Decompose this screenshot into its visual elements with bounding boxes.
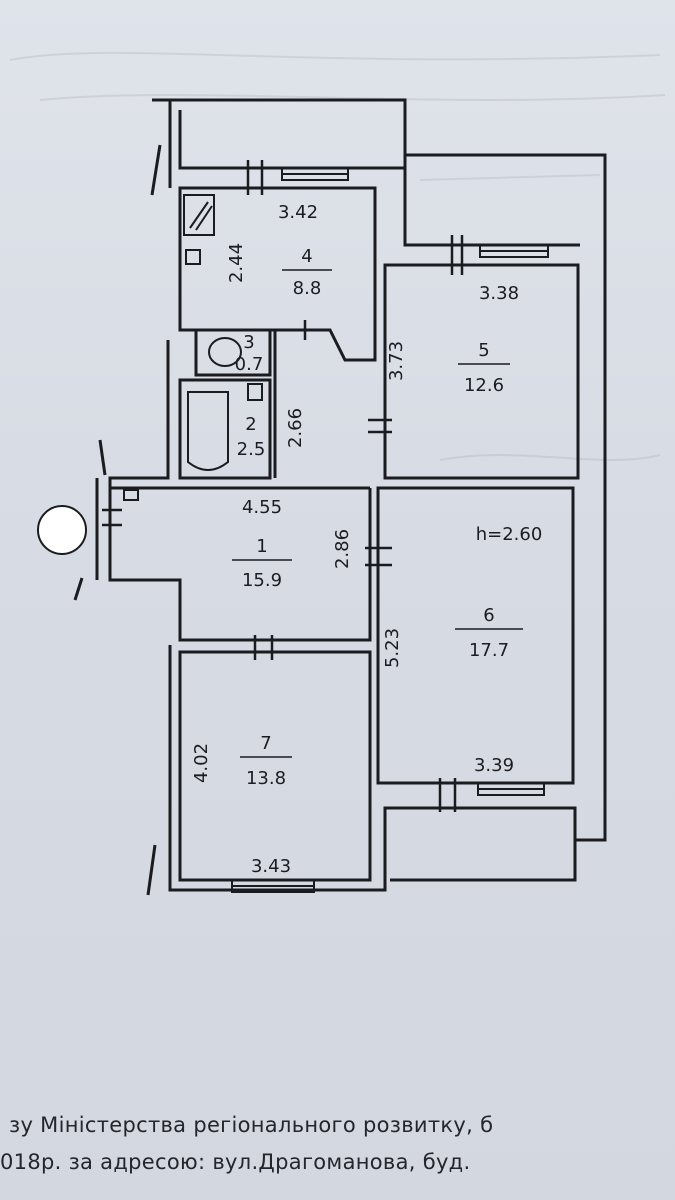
- bathtub-icon: [187, 391, 229, 471]
- dim-room6-width: 3.39: [474, 755, 514, 776]
- stove-icon: [183, 194, 215, 236]
- room-3-number: 3: [243, 332, 254, 353]
- dim-room4-width: 3.42: [278, 202, 318, 223]
- door-marks: [102, 160, 464, 812]
- room-1-wall: [108, 340, 372, 642]
- room-5-area: 12.6: [464, 375, 504, 396]
- room-2-area: 2.5: [237, 439, 266, 460]
- room-4-area: 8.8: [293, 278, 322, 299]
- walls: [73, 98, 607, 896]
- background-marks: [9, 51, 666, 461]
- dim-room5-width: 3.38: [479, 283, 519, 304]
- top-loggia-wall: [152, 98, 407, 170]
- room-5-number: 5: [478, 340, 489, 361]
- room-4-number: 4: [301, 246, 312, 267]
- room-6-number: 6: [483, 605, 494, 626]
- room-4-wall: [178, 186, 377, 362]
- dim-room1-height: 2.86: [332, 529, 353, 569]
- room-3-area: 0.7: [235, 354, 264, 375]
- ceiling-height: h=2.60: [476, 524, 543, 545]
- footer-line-2: 018р. за адресою: вул.Драгоманова, буд.: [0, 1150, 471, 1174]
- dim-room5-height: 3.73: [386, 341, 407, 381]
- sink-icon: [185, 249, 201, 265]
- dim-room1-width: 4.55: [242, 497, 282, 518]
- room-1-number: 1: [256, 536, 267, 557]
- room-3-wall: [194, 328, 272, 377]
- windows: [231, 167, 549, 893]
- room-1-area: 15.9: [242, 570, 282, 591]
- room-6-wall: [376, 486, 575, 785]
- toilet-icon: [208, 337, 242, 367]
- room-2-wall: [178, 378, 272, 480]
- washbasin-icon: [247, 383, 263, 401]
- dim-room4-height: 2.44: [226, 243, 247, 283]
- dim-room6-height: 5.23: [382, 628, 403, 668]
- dim-room2-height: 2.66: [285, 408, 306, 448]
- room-5-wall: [383, 263, 580, 480]
- fixtures: [123, 194, 263, 501]
- room-6-area: 17.7: [469, 640, 509, 661]
- dim-room7-height: 4.02: [191, 743, 212, 783]
- room-2-number: 2: [245, 414, 256, 435]
- footer-line-1: зу Міністерства регіонального розвитку, …: [9, 1113, 494, 1137]
- outer-right-wall: [405, 153, 607, 842]
- room-7-area: 13.8: [246, 768, 286, 789]
- room-7-wall: [178, 650, 372, 882]
- dim-room7-width: 3.43: [251, 856, 291, 877]
- room-7-number: 7: [260, 733, 271, 754]
